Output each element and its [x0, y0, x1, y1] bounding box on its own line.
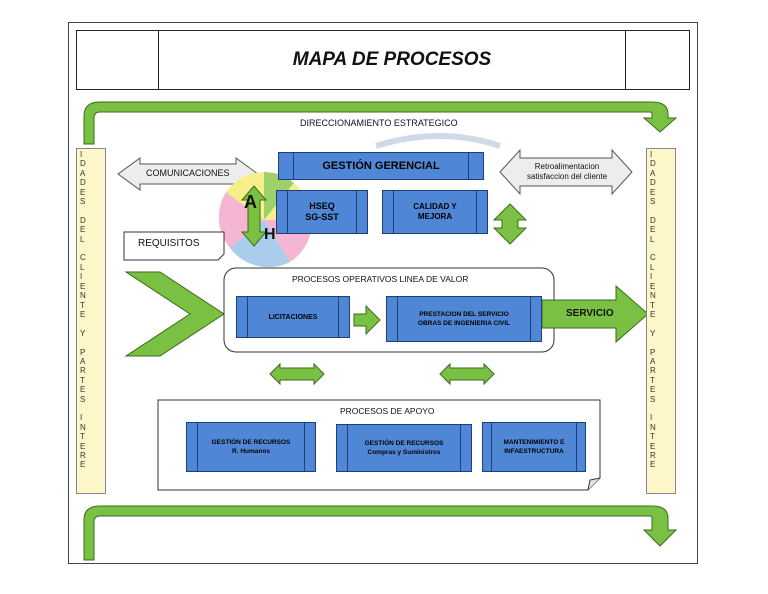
licitaciones-label: LICITACIONES	[268, 313, 318, 321]
calidad-label-line1: CALIDAD Y	[413, 202, 457, 211]
calidad-vertical-double-arrow	[492, 203, 528, 245]
bottom-feedback-arrow	[83, 505, 678, 561]
side-bar-left: I D A D E S D E L C L I E N T E Y P A R …	[76, 148, 106, 494]
top-feedback-arrow	[83, 101, 678, 145]
hseq-box: HSEQ SG-SST	[276, 190, 368, 234]
mantenimiento-label-line1: MANTENIMIENTO E	[503, 439, 565, 446]
direccionamiento-label: DIRECCIONAMIENTO ESTRATEGICO	[300, 118, 458, 128]
comunicaciones-label: COMUNICACIONES	[146, 168, 230, 178]
retroalimentacion-double-arrow	[499, 148, 633, 196]
retroalimentacion-label: Retroalimentacion satisfaccion del clien…	[526, 162, 608, 181]
servicio-label: SERVICIO	[566, 308, 614, 319]
entry-chevron	[124, 271, 225, 357]
side-bar-right-text: I D A D E S D E L C L I E N T E Y P A R …	[650, 150, 656, 470]
requisitos-label: REQUISITOS	[138, 238, 200, 249]
header-left-cell	[77, 31, 159, 89]
header: MAPA DE PROCESOS	[76, 30, 690, 90]
prestacion-label-line2: OBRAS DE INGENIERIA CIVIL	[417, 320, 511, 327]
hseq-label-line1: HSEQ	[309, 201, 335, 211]
apoyo-panel-fold	[587, 477, 601, 491]
compras-box: GESTIÓN DE RECURSOS Compras y Suministro…	[336, 424, 472, 472]
prestacion-box: PRESTACION DEL SERVICIO OBRAS DE INGENIE…	[386, 296, 542, 342]
rh-label-line2: R. Humanos	[232, 448, 270, 455]
calidad-label-line2: MEJORA	[417, 212, 453, 221]
mantenimiento-label-line2: INFAESTRUCTURA	[504, 448, 564, 455]
phva-letter-a: A	[244, 192, 257, 212]
hseq-vertical-double-arrow	[240, 185, 268, 247]
rh-label-line1: GESTIÓN DE RECURSOS	[211, 439, 291, 446]
phva-letter-h: H	[264, 226, 276, 243]
mantenimiento-box: MANTENIMIENTO E INFAESTRUCTURA	[482, 422, 586, 472]
direccionamiento-arc	[375, 133, 501, 149]
apoyo-title: PROCESOS DE APOYO	[340, 406, 435, 416]
page-title: MAPA DE PROCESOS	[292, 49, 492, 70]
apoyo-double-arrow-left	[269, 362, 325, 386]
diagram-frame	[68, 22, 698, 564]
licitaciones-box: LICITACIONES	[236, 296, 350, 338]
prestacion-label-line1: PRESTACION DEL SERVICIO	[419, 311, 509, 318]
header-right-cell	[625, 31, 689, 89]
requisitos-box	[123, 231, 225, 261]
compras-label-line1: GESTIÓN DE RECURSOS	[364, 440, 444, 447]
gestion-gerencial-box: GESTIÓN GERENCIAL	[278, 152, 484, 180]
side-bar-right: I D A D E S D E L C L I E N T E Y P A R …	[646, 148, 676, 494]
rh-box: GESTIÓN DE RECURSOS R. Humanos	[186, 422, 316, 472]
gestion-gerencial-label: GESTIÓN GERENCIAL	[322, 160, 440, 172]
apoyo-double-arrow-right	[439, 362, 495, 386]
servicio-arrow	[541, 284, 649, 344]
side-bar-left-text: I D A D E S D E L C L I E N T E Y P A R …	[80, 150, 86, 470]
hseq-label-line2: SG-SST	[305, 212, 339, 222]
calidad-box: CALIDAD Y MEJORA	[382, 190, 488, 234]
compras-label-line2: Compras y Suministros	[367, 449, 441, 456]
operativos-title: PROCESOS OPERATIVOS LINEA DE VALOR	[292, 274, 469, 284]
licitaciones-arrow	[353, 304, 381, 336]
